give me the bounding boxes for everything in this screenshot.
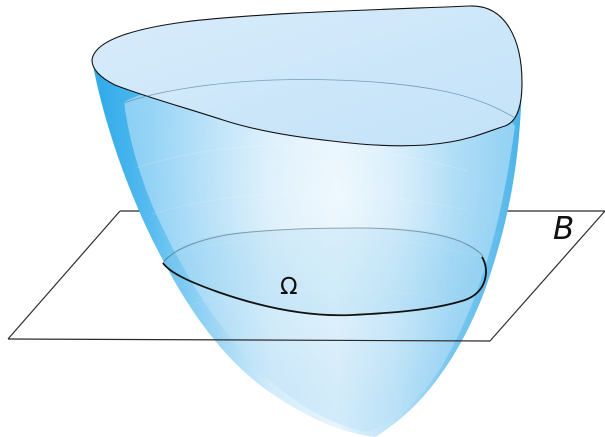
paraboloid-surface: [92, 5, 522, 437]
plane-front-edges: [7, 210, 605, 342]
region-label: Ω: [280, 274, 298, 300]
plane-label: B: [553, 211, 575, 247]
top-rim: [91, 5, 523, 147]
region-omega-curve: [162, 227, 487, 317]
